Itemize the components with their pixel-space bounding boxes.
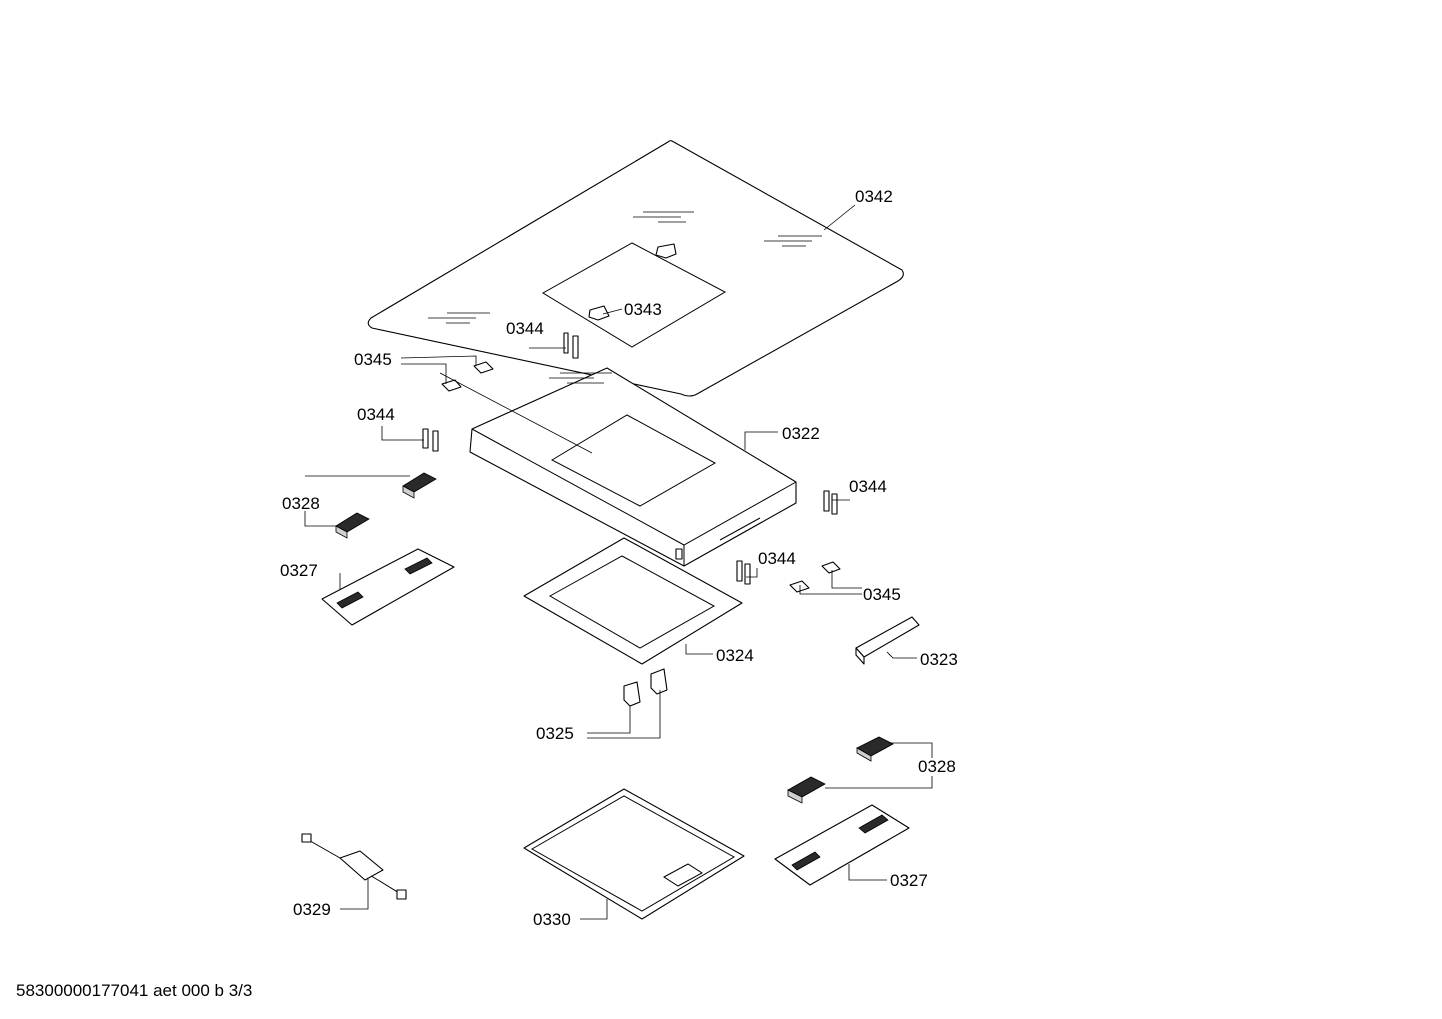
part-0344-clip-top	[563, 332, 579, 359]
label-0344-right: 0344	[849, 477, 887, 496]
label-0323: 0323	[920, 650, 958, 669]
label-0325: 0325	[536, 724, 574, 743]
label-0327-left: 0327	[280, 561, 318, 580]
part-0325-brackets	[623, 668, 668, 707]
label-0328-left: 0328	[282, 494, 320, 513]
label-0329: 0329	[293, 900, 331, 919]
label-0344-top: 0344	[506, 319, 544, 338]
part-0327-bracket-left	[321, 548, 455, 626]
part-0328-connectors-right	[787, 736, 894, 804]
label-0342: 0342	[855, 187, 893, 206]
part-0324-frame	[523, 537, 743, 665]
label-0322: 0322	[782, 424, 820, 443]
part-0345-pads-left	[441, 361, 494, 392]
document-id-footer: 58300000177041 aet 000 b 3/3	[16, 981, 253, 1000]
label-0324: 0324	[716, 646, 754, 665]
part-0342-glass-top	[367, 140, 904, 397]
part-0328-connectors-left	[335, 472, 437, 539]
part-0327-bracket-right	[774, 804, 910, 886]
label-0345-left: 0345	[354, 350, 392, 369]
label-0344-mid: 0344	[758, 549, 796, 568]
part-0330-filter-panel	[523, 788, 745, 920]
label-0328-right: 0328	[918, 757, 956, 776]
part-0322-housing	[469, 367, 797, 567]
label-0345-right: 0345	[863, 585, 901, 604]
label-0330: 0330	[533, 910, 571, 929]
part-0345-pads-right	[789, 561, 841, 593]
part-0344-clip-right	[823, 490, 838, 515]
leader-lines	[304, 204, 933, 920]
label-0343: 0343	[624, 300, 662, 319]
part-0323-connector-strip	[855, 616, 920, 665]
part-0343-clips	[588, 243, 677, 321]
part-0344-clip-left	[422, 428, 439, 452]
label-0327-right: 0327	[890, 871, 928, 890]
part-0329-cable	[301, 833, 407, 900]
label-0344-left: 0344	[357, 405, 395, 424]
part-0344-clip-mid	[736, 560, 751, 585]
